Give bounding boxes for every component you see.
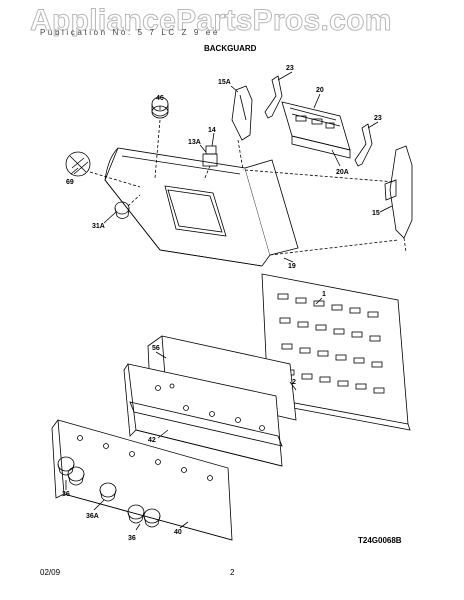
callout-23-lower: 23 [374, 115, 382, 122]
backguard-panel [104, 147, 299, 267]
callout-69: 69 [66, 179, 74, 186]
callout-23-upper: 23 [286, 65, 294, 72]
callout-1: 1 [322, 291, 326, 298]
callout-19: 19 [288, 263, 296, 270]
bracket-15 [384, 145, 413, 253]
watermark: AppliancePartsPros.com [30, 4, 392, 38]
rear-panel-1 [261, 273, 411, 431]
callout-36a: 36A [86, 513, 99, 520]
callout-42: 42 [148, 437, 156, 444]
manifold-cover-40 [51, 419, 233, 541]
callout-36-right: 36 [128, 535, 136, 542]
hook-23-lower [354, 123, 373, 167]
callout-14: 14 [208, 127, 216, 134]
hook-23-upper [264, 75, 283, 119]
callout-46: 46 [156, 95, 164, 102]
callout-31a: 31A [92, 223, 105, 230]
drawing-code: T24G0068B [358, 536, 402, 545]
callout-15: 15 [372, 210, 380, 217]
clip-14 [202, 145, 218, 181]
callout-36-left: 36 [62, 491, 70, 498]
section-title: BACKGUARD [204, 44, 257, 53]
bracket-15a [231, 85, 253, 171]
callout-2: 2 [292, 379, 296, 386]
knob-31a [114, 194, 141, 219]
footer-date: 02/09 [40, 568, 61, 577]
callout-20: 20 [316, 87, 324, 94]
publication-header: Publication No: 5 7 LC Z 9 ee [40, 28, 220, 37]
electronic-control-20 [281, 101, 351, 159]
screw-69 [65, 151, 141, 188]
callout-56: 56 [152, 345, 160, 352]
callout-20a: 20A [336, 169, 349, 176]
knobs-36 [57, 456, 161, 528]
callout-13a: 13A [188, 139, 201, 146]
callout-40: 40 [174, 529, 182, 536]
footer-page-number: 2 [230, 568, 235, 577]
manifold-panel-42 [123, 363, 283, 467]
callout-15a: 15A [218, 79, 231, 86]
